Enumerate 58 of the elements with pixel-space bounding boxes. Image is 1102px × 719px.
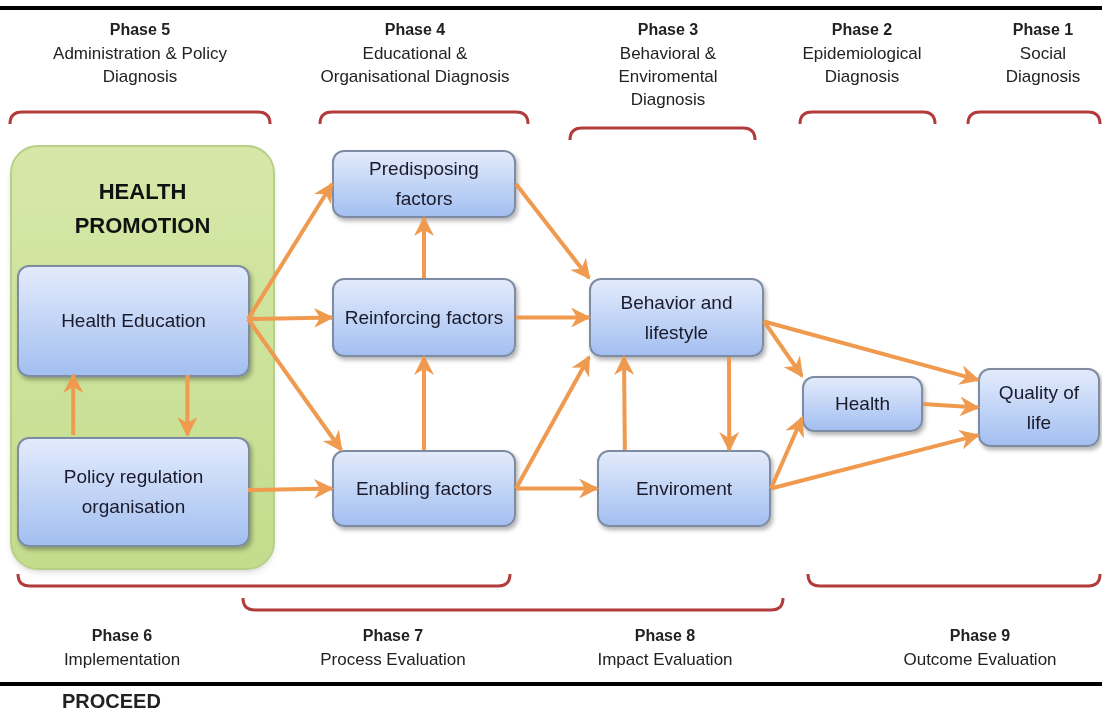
arrow: [414, 355, 434, 450]
box-label: Health: [835, 392, 890, 416]
process-box: [17, 437, 250, 547]
process-box: [332, 450, 516, 527]
phase-label: Impact Evaluation: [596, 649, 734, 671]
phase-heading: Phase 9: [948, 626, 1012, 646]
phase-label: Process Evaluation: [319, 649, 467, 671]
arrow: [177, 375, 198, 437]
phase-label: Social Diagnosis: [1004, 43, 1082, 88]
phase-label: Epidemiological Diagnosis: [801, 43, 923, 88]
box-label: Enviroment: [635, 476, 733, 501]
phase-label: Educational & Organisational Diagnosis: [319, 43, 511, 88]
phase-heading: Phase 6: [90, 626, 154, 646]
arrow: [514, 355, 591, 490]
arrow: [719, 357, 740, 452]
box-label: Behavior and lifestyle: [619, 290, 734, 345]
phase-label: Outcome Evaluation: [902, 649, 1058, 671]
process-box: [978, 368, 1100, 447]
phase-label: Behavioral & Enviromental Diagnosis: [617, 43, 719, 111]
phase-heading: Phase 2: [830, 20, 894, 40]
phase-heading: Phase 3: [636, 20, 700, 40]
box-label: Enabling factors: [355, 476, 493, 501]
process-box: [802, 376, 923, 432]
box-label: Reinforcing factors: [344, 305, 504, 330]
box-label: Quality of life: [997, 380, 1081, 435]
box-label: Health Education: [61, 309, 206, 333]
process-box: [589, 278, 764, 357]
phase-label: Implementation: [62, 649, 182, 671]
process-box: [597, 450, 771, 527]
phase-label: Administration & Policy Diagnosis: [52, 43, 228, 88]
process-box: [332, 278, 516, 357]
arrow: [516, 307, 591, 328]
arrow: [614, 355, 635, 451]
phase-heading: Phase 8: [633, 626, 697, 646]
arrow: [770, 429, 980, 491]
phase-heading: PROCEED: [62, 690, 162, 713]
process-box: [17, 265, 250, 377]
phase-heading: Phase 7: [361, 626, 425, 646]
arrow: [516, 478, 599, 499]
phase-heading: Phase 5: [108, 20, 172, 40]
arrow: [414, 216, 434, 278]
arrow: [63, 373, 84, 435]
process-box: [332, 150, 516, 218]
arrow: [514, 182, 591, 280]
box-label: Policy regulation organisation: [62, 465, 205, 519]
phase-heading: Phase 4: [383, 20, 447, 40]
phase-heading: Phase 1: [1011, 20, 1075, 40]
arrow: [922, 396, 980, 417]
arrow: [769, 416, 804, 490]
group-title: HEALTH PROMOTION: [73, 178, 212, 240]
arrow: [246, 317, 343, 452]
arrow: [247, 307, 334, 328]
box-label: Predisposing factors: [368, 157, 480, 211]
group-container: [10, 145, 275, 570]
arrow: [762, 320, 804, 378]
arrow: [246, 182, 334, 321]
arrow: [763, 319, 980, 385]
arrow: [247, 478, 334, 499]
